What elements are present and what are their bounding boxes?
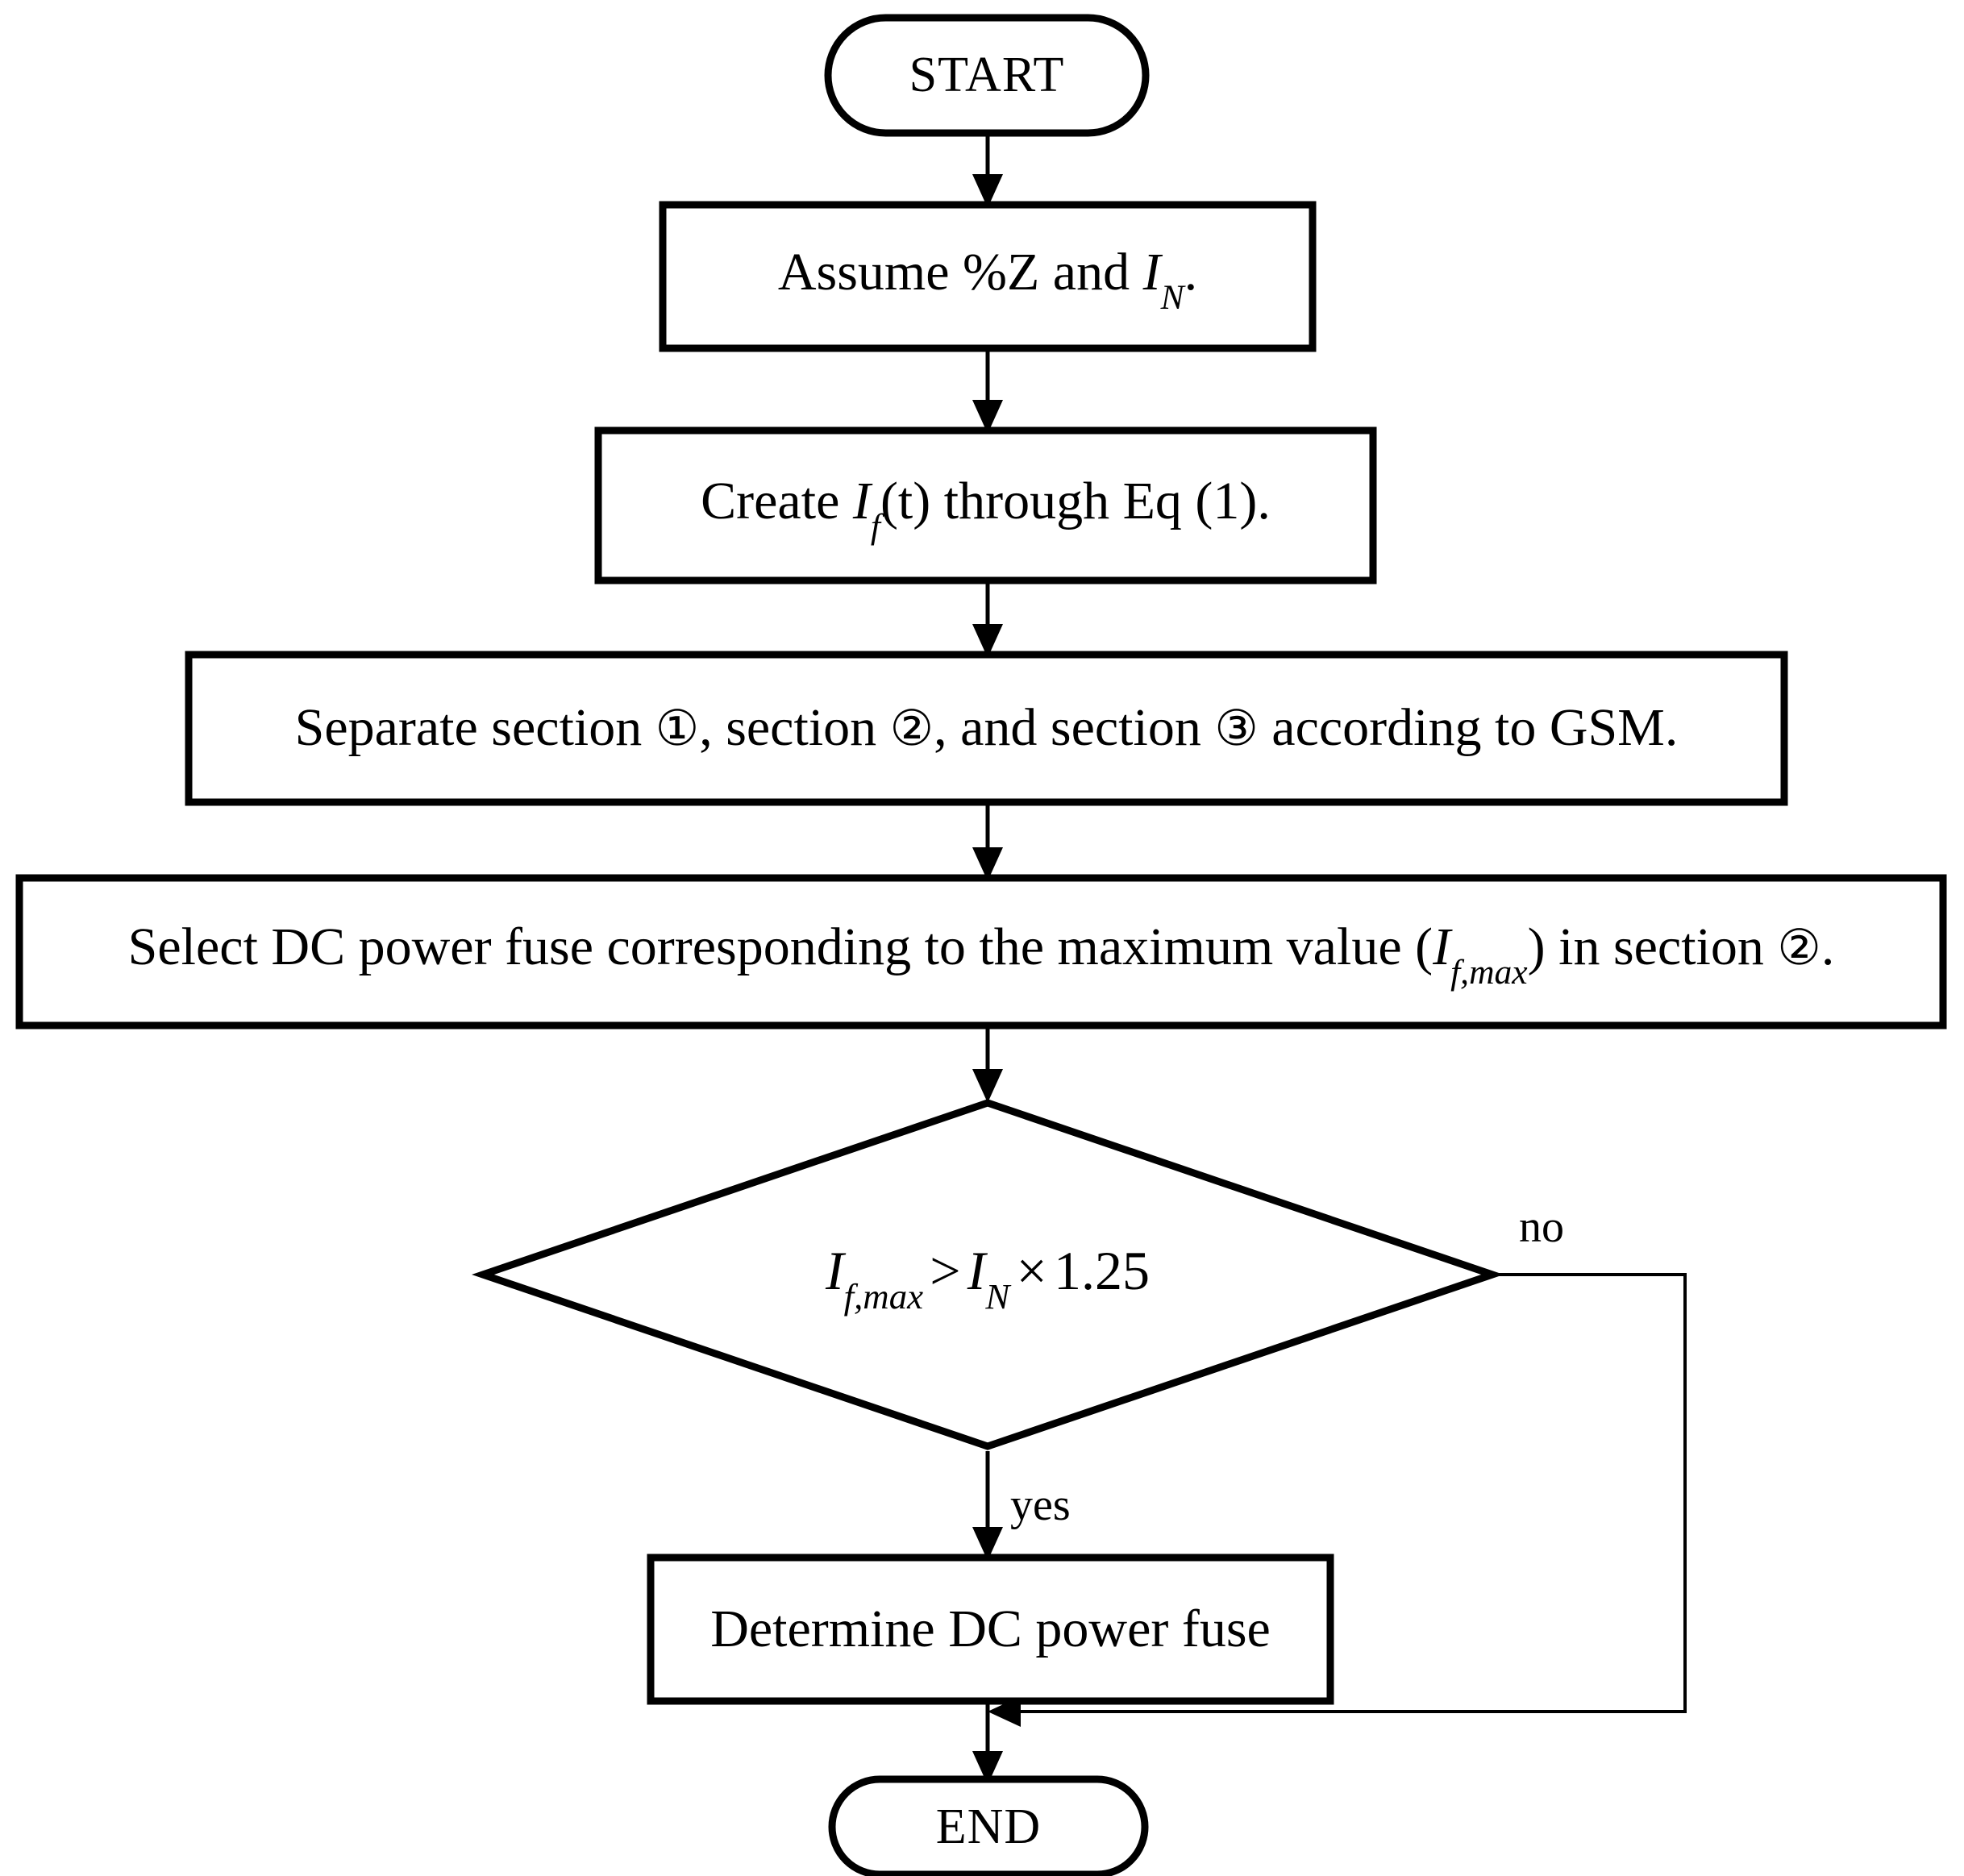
connector-determine-to-end bbox=[972, 1701, 1003, 1785]
select-node-shape bbox=[15, 874, 1947, 1030]
connector-decision-yes-to-determine bbox=[972, 1451, 1003, 1561]
connector-assume-to-create bbox=[972, 348, 1003, 434]
determine-node-shape bbox=[647, 1554, 1334, 1705]
separate-node-shape bbox=[185, 651, 1788, 806]
assume-node-shape bbox=[659, 201, 1317, 352]
connector-create-to-separate bbox=[972, 580, 1003, 658]
connector-select-to-decision bbox=[972, 1025, 1003, 1103]
connector-separate-to-select bbox=[972, 802, 1003, 881]
create-node-shape bbox=[594, 426, 1377, 584]
decision-node-shape bbox=[472, 1099, 1504, 1450]
start-node-shape bbox=[824, 14, 1150, 137]
end-node-shape bbox=[828, 1775, 1149, 1876]
connector-start-to-assume bbox=[972, 133, 1003, 208]
